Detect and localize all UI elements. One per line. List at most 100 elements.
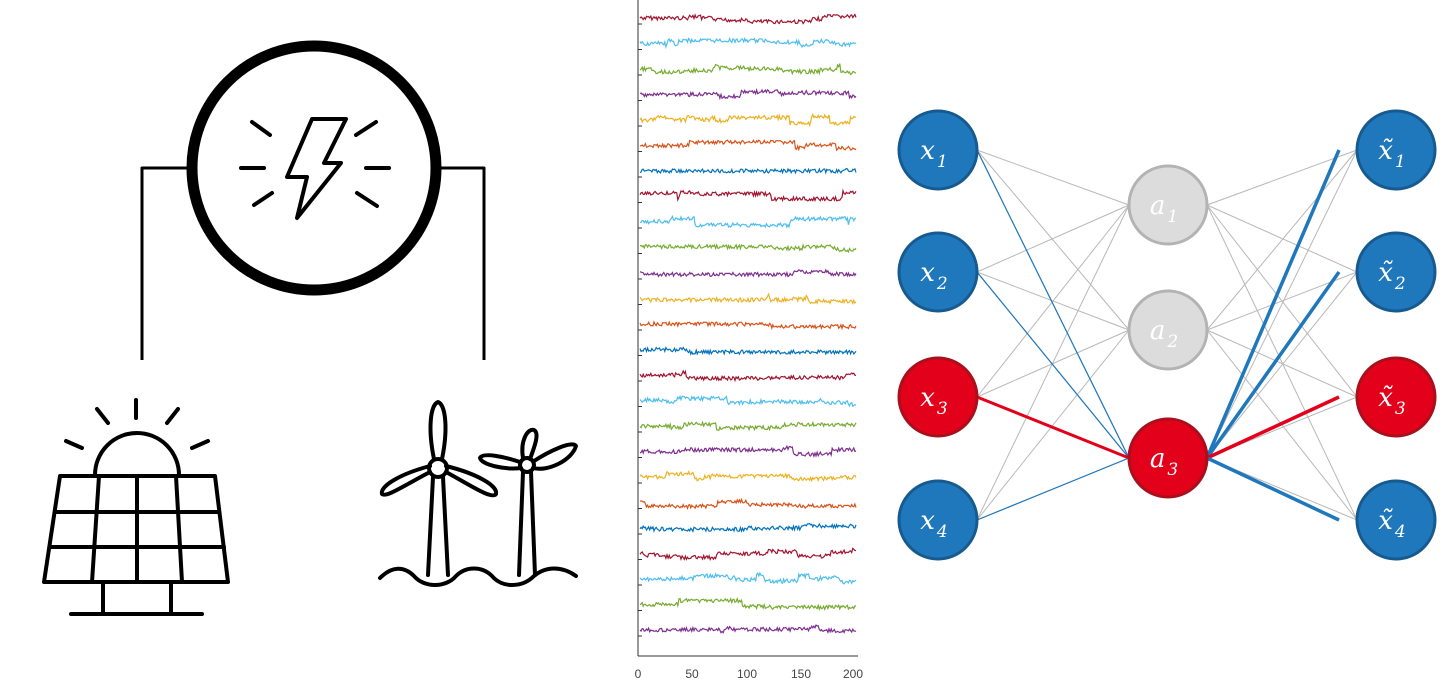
node-label: x̃2	[1378, 258, 1406, 294]
series-lines	[639, 13, 857, 635]
node-circle	[897, 479, 979, 561]
edge	[1206, 204, 1358, 521]
series-line	[639, 497, 857, 510]
highlighted-edges	[976, 149, 1341, 522]
node-label: x̃3	[1378, 383, 1406, 419]
time-series-panel: 0 50 100 150 200	[635, 0, 864, 681]
highlighted-edge	[976, 149, 1130, 459]
output-node: x̃2	[1355, 231, 1437, 313]
node-symbol: a	[1150, 444, 1166, 474]
x-tick-label: 0	[635, 667, 642, 681]
node-symbol: x	[920, 383, 935, 413]
node-circle	[897, 356, 979, 438]
node-circle	[1355, 231, 1437, 313]
node-subscript: 1	[1395, 152, 1406, 172]
node-circle	[1127, 164, 1209, 246]
node-circle	[897, 231, 979, 313]
series-line	[639, 292, 857, 306]
edge	[976, 329, 1130, 521]
highlighted-edge	[976, 271, 1130, 459]
series-line	[639, 214, 857, 229]
edge	[976, 204, 1130, 521]
highlighted-edge	[1205, 270, 1341, 460]
highlighted-edge	[1206, 395, 1340, 460]
node-subscript: 2	[936, 274, 948, 294]
grid-circle	[186, 40, 442, 296]
node-circle	[1355, 356, 1437, 438]
highlighted-edge	[1205, 149, 1341, 459]
series-line	[639, 243, 857, 254]
x-tick-label: 50	[685, 667, 699, 681]
node-symbol: x̃	[1378, 506, 1393, 536]
node-circle	[1127, 417, 1209, 499]
node-subscript: 1	[1167, 207, 1178, 227]
series-line	[639, 268, 857, 278]
node-circle	[897, 109, 979, 191]
series-line	[639, 188, 857, 203]
edge	[976, 149, 1130, 331]
node-symbol: x	[920, 136, 935, 166]
series-line	[639, 167, 857, 175]
node-symbol: x	[920, 506, 935, 536]
node-symbol: x̃	[1378, 136, 1393, 166]
series-line	[639, 13, 857, 25]
node-symbol: x̃	[1378, 258, 1393, 288]
node-symbol: a	[1150, 191, 1166, 221]
edge	[1206, 329, 1358, 398]
series-line	[639, 139, 857, 152]
edge	[1206, 204, 1358, 273]
power-system-panel	[42, 40, 578, 616]
series-line	[639, 624, 857, 635]
series-line	[639, 346, 857, 356]
series-line	[639, 63, 857, 76]
node-subscript: 2	[1166, 332, 1178, 352]
node-circle	[1355, 109, 1437, 191]
node-symbol: x	[920, 258, 935, 288]
edge	[1206, 271, 1358, 459]
series-line	[639, 571, 857, 585]
series-line	[639, 36, 857, 50]
x-tick-label: 200	[843, 667, 863, 681]
series-line	[639, 470, 857, 483]
series-line	[639, 87, 857, 101]
edge	[976, 149, 1130, 206]
node-subscript: 1	[937, 152, 948, 172]
x-tick-label: 100	[737, 667, 757, 681]
series-line	[639, 112, 857, 128]
node-subscript: 4	[1394, 522, 1406, 542]
edge	[1206, 149, 1358, 331]
node-circle	[1127, 289, 1209, 371]
series-line	[639, 320, 857, 331]
node-label: x̃4	[1378, 506, 1406, 542]
series-line	[639, 369, 857, 383]
output-node: x̃3	[1355, 356, 1437, 438]
wind-turbine-icon	[378, 400, 578, 587]
output-node: x̃1	[1355, 109, 1437, 191]
edge	[976, 204, 1130, 398]
series-line	[639, 420, 857, 432]
node-subscript: 4	[936, 522, 948, 542]
node-subscript: 3	[937, 399, 948, 419]
series-line	[639, 522, 857, 533]
node-symbol: a	[1150, 316, 1166, 346]
edge	[1206, 149, 1358, 459]
wire-right	[438, 166, 486, 360]
solar-panel-icon	[42, 398, 230, 616]
x-axis-ticks: 0 50 100 150 200	[635, 667, 864, 681]
x-tick-label: 150	[791, 667, 811, 681]
node-subscript: 3	[1167, 460, 1178, 480]
edge	[976, 204, 1130, 273]
edge	[1206, 149, 1358, 206]
lightning-bolt-icon	[239, 117, 391, 220]
node-circle	[1355, 479, 1437, 561]
wire-left	[140, 166, 190, 360]
